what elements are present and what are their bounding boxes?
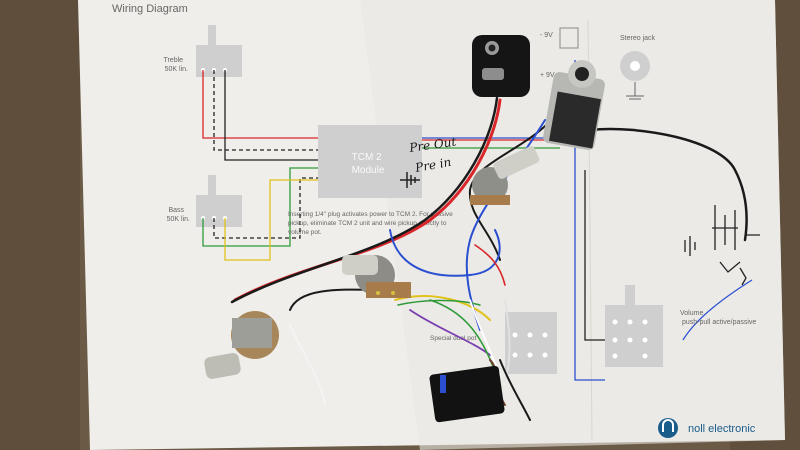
volume-label: Volume push-pull active/passive: [680, 310, 756, 326]
pre-in-handwriting: Pre in: [413, 155, 452, 175]
treble-pot-diagram: [196, 25, 242, 77]
physical-wires: [230, 96, 748, 421]
pot-top-right: [470, 146, 540, 205]
pot-middle: [342, 255, 411, 298]
hand-sketch-switch: [682, 205, 760, 341]
diagram-traces: [202, 60, 612, 381]
special-dual-pot-diagram: [505, 312, 557, 374]
tcm2-module: [318, 125, 422, 198]
bass-label: Bass 50K lin.: [167, 207, 190, 223]
diagram-title: Wiring Diagram: [112, 3, 188, 15]
switch-box: [429, 365, 505, 423]
pre-out-handwriting: Pre Out: [407, 135, 457, 156]
special-dual-pot-label: Special dual pot: [430, 335, 476, 342]
brand-logo: [658, 418, 678, 438]
minus-9v-label: - 9V: [540, 32, 553, 39]
stereo-jack-physical: [543, 60, 605, 151]
ground-symbol-hand: [400, 172, 420, 188]
stereo-jack-diagram: [620, 51, 650, 100]
treble-label: Treble 50K lin.: [163, 57, 188, 73]
battery-clip: [472, 35, 530, 97]
plus-9v-label: + 9V: [540, 72, 555, 79]
volume-pot-diagram: [605, 285, 663, 367]
module-label: TCM 2 Module: [352, 152, 385, 176]
pot-bottom-left: [204, 311, 279, 379]
insert-note: Inserting 1/4" plug activates power to T…: [288, 211, 455, 236]
stereo-jack-label: Stereo jack: [620, 35, 656, 42]
brand-name: noll electronic: [688, 423, 756, 435]
